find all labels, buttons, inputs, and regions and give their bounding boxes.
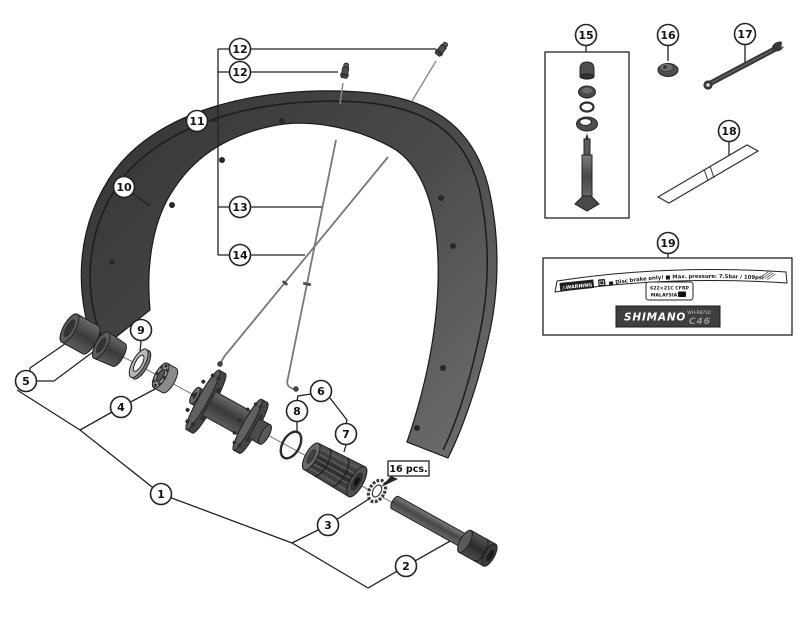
spoke-nipple	[434, 41, 449, 57]
front-hub-body	[185, 369, 272, 454]
end-cap-cone	[91, 331, 127, 367]
callout-4: 4	[109, 395, 133, 419]
valve-o-ring	[579, 101, 595, 113]
callout-5: 5	[14, 369, 38, 393]
rim-nut	[657, 63, 679, 77]
callout-8: 8	[285, 399, 309, 423]
qty-label: 16 pcs.	[381, 460, 430, 487]
spoke-joint	[302, 281, 312, 287]
svg-text:8: 8	[293, 405, 301, 418]
rim-spoke-holes	[109, 118, 456, 431]
svg-text:1: 1	[157, 488, 165, 501]
bearing	[151, 362, 179, 394]
thru-axle	[390, 495, 498, 567]
end-cap-left	[59, 313, 101, 355]
svg-text:12: 12	[232, 66, 247, 79]
svg-text:16: 16	[660, 29, 676, 42]
svg-text:7: 7	[342, 428, 350, 441]
svg-text:10: 10	[116, 181, 132, 194]
manual-icon	[598, 278, 606, 287]
brand-plate: SHIMANO WH-R8710 C46	[615, 305, 721, 328]
via-logo	[678, 291, 686, 297]
hub-flange-holes	[185, 373, 221, 427]
brand-text: SHIMANO	[624, 312, 686, 324]
qty-label-text: 16 pcs.	[389, 464, 427, 475]
spoke-head	[217, 361, 223, 367]
rim-sticker-box: ⚠WARNING ■ Disc brake only! ■ Max. press…	[542, 257, 793, 336]
svg-text:5: 5	[22, 375, 30, 388]
svg-text:2: 2	[402, 560, 410, 573]
nipple-pin	[411, 60, 437, 102]
valve-nut	[578, 85, 596, 99]
callout-6: 6	[309, 379, 333, 403]
spoke-head	[293, 386, 299, 392]
fine-print-lines	[761, 270, 776, 281]
freehub-body	[301, 442, 368, 498]
svg-text:6: 6	[317, 385, 325, 398]
rim	[80, 90, 498, 459]
callouts: 1 2 3 4 5 6 7 8 9 10 11 12 12 13 14 15 1…	[14, 22, 757, 578]
model-text: WH-R8710	[687, 310, 711, 316]
valve-kit-box	[544, 51, 630, 219]
svg-text:11: 11	[189, 115, 204, 128]
qty-arrow	[381, 476, 398, 487]
rim-tape-strip	[656, 144, 760, 204]
spoke-wrench-tool	[703, 40, 787, 90]
svg-text:17: 17	[737, 28, 752, 41]
svg-text:12: 12	[232, 43, 247, 56]
svg-text:18: 18	[721, 125, 736, 138]
callout-17: 17	[733, 22, 757, 46]
callout-13: 13	[228, 195, 252, 219]
callout-9: 9	[129, 318, 153, 342]
callout-2: 2	[394, 554, 418, 578]
size-label: 622×21C CFRP MALAYSIA	[645, 281, 694, 301]
spoke	[286, 139, 337, 390]
svg-text:4: 4	[117, 401, 125, 414]
size-text: 622×21C CFRP	[650, 286, 690, 292]
callout-1: 1	[149, 482, 173, 506]
callout-12a: 12	[228, 37, 252, 61]
svg-text:15: 15	[578, 29, 593, 42]
callout-11: 11	[185, 109, 209, 133]
callout-18: 18	[717, 119, 741, 143]
warning-badge: ⚠WARNING	[561, 282, 592, 291]
seal-washer	[128, 348, 152, 380]
svg-text:19: 19	[660, 237, 675, 250]
svg-text:13: 13	[232, 201, 247, 214]
spoke-nipple	[340, 62, 350, 79]
callout-16: 16	[656, 23, 680, 47]
callout-14: 14	[228, 243, 252, 267]
callout-19: 19	[656, 231, 680, 255]
valve-cap	[579, 61, 595, 80]
serrated-lockwasher	[366, 478, 388, 504]
svg-text:3: 3	[324, 519, 332, 532]
callout-12b: 12	[228, 60, 252, 84]
callout-7: 7	[334, 422, 358, 446]
valve-stem	[574, 133, 600, 212]
spokes	[217, 60, 437, 392]
spoke-joint	[281, 280, 289, 286]
o-ring	[279, 430, 303, 460]
callout-15: 15	[574, 23, 598, 47]
valve-base-washer	[576, 116, 598, 132]
nipple-pin	[339, 82, 344, 105]
origin-text: MALAYSIA	[651, 293, 678, 299]
series-text: C46	[689, 317, 711, 327]
callout-3: 3	[316, 513, 340, 537]
callout-10: 10	[112, 175, 136, 199]
rim-bead-line	[89, 100, 488, 451]
svg-text:14: 14	[232, 249, 248, 262]
svg-text:9: 9	[137, 324, 145, 337]
